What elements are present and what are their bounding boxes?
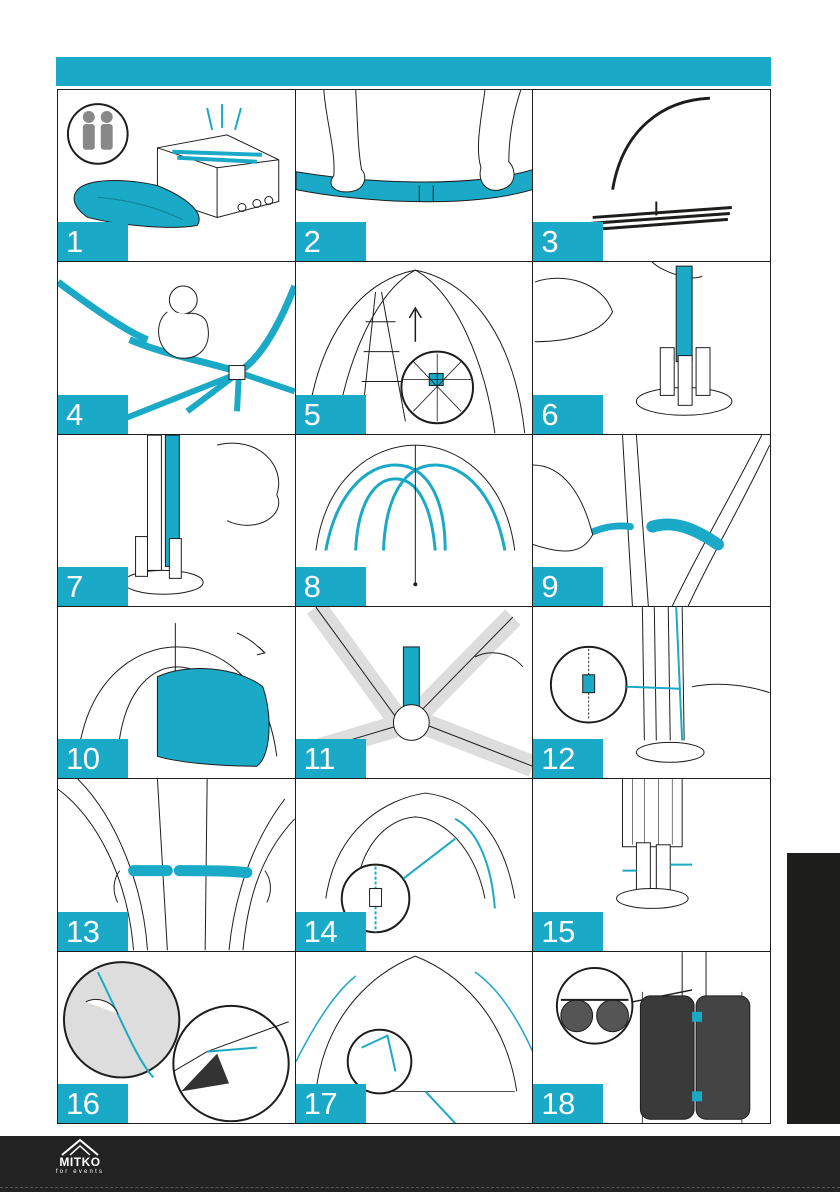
step-number: 4 xyxy=(58,395,128,434)
step-number: 18 xyxy=(533,1084,603,1123)
step-panel: 9 xyxy=(533,435,771,607)
step-number: 10 xyxy=(58,739,128,778)
section-header-bar xyxy=(56,57,771,86)
step-number: 15 xyxy=(533,912,603,951)
step-number: 6 xyxy=(533,395,603,434)
brand-name: MITKO xyxy=(52,1155,108,1169)
instruction-steps-grid: 1 2 3 4 xyxy=(57,89,771,1124)
step-number: 16 xyxy=(58,1084,128,1123)
step-panel: 5 xyxy=(296,262,534,434)
step-panel: 3 xyxy=(533,90,771,262)
step-panel: 8 xyxy=(296,435,534,607)
step-number: 1 xyxy=(58,222,128,261)
step-number: 5 xyxy=(296,395,366,434)
step-panel: 1 xyxy=(58,90,296,262)
step-number: 9 xyxy=(533,567,603,606)
step-number: 7 xyxy=(58,567,128,606)
step-panel: 6 xyxy=(533,262,771,434)
step-number: 3 xyxy=(533,222,603,261)
step-panel: 13 xyxy=(58,779,296,951)
step-number: 11 xyxy=(296,739,366,778)
side-section-tab xyxy=(787,853,840,1124)
step-number: 12 xyxy=(533,739,603,778)
step-panel: 17 xyxy=(296,952,534,1124)
step-panel: 14 xyxy=(296,779,534,951)
step-panel: 4 xyxy=(58,262,296,434)
step-number: 8 xyxy=(296,567,366,606)
step-panel: 12 xyxy=(533,607,771,779)
step-number: 13 xyxy=(58,912,128,951)
step-panel: 10 xyxy=(58,607,296,779)
step-number: 2 xyxy=(296,222,366,261)
brand-logo: MITKO for events xyxy=(52,1138,108,1182)
step-number: 14 xyxy=(296,912,366,951)
brand-tagline: for events xyxy=(52,1169,108,1175)
step-panel: 2 xyxy=(296,90,534,262)
footer-bar xyxy=(0,1136,840,1192)
tent-peak-icon xyxy=(52,1138,108,1156)
step-panel: 16 xyxy=(58,952,296,1124)
step-panel: 7 xyxy=(58,435,296,607)
step-number: 17 xyxy=(296,1084,366,1123)
step-panel: 11 xyxy=(296,607,534,779)
step-panel: 18 xyxy=(533,952,771,1124)
footer-dotted-line xyxy=(0,1186,840,1188)
step-panel: 15 xyxy=(533,779,771,951)
